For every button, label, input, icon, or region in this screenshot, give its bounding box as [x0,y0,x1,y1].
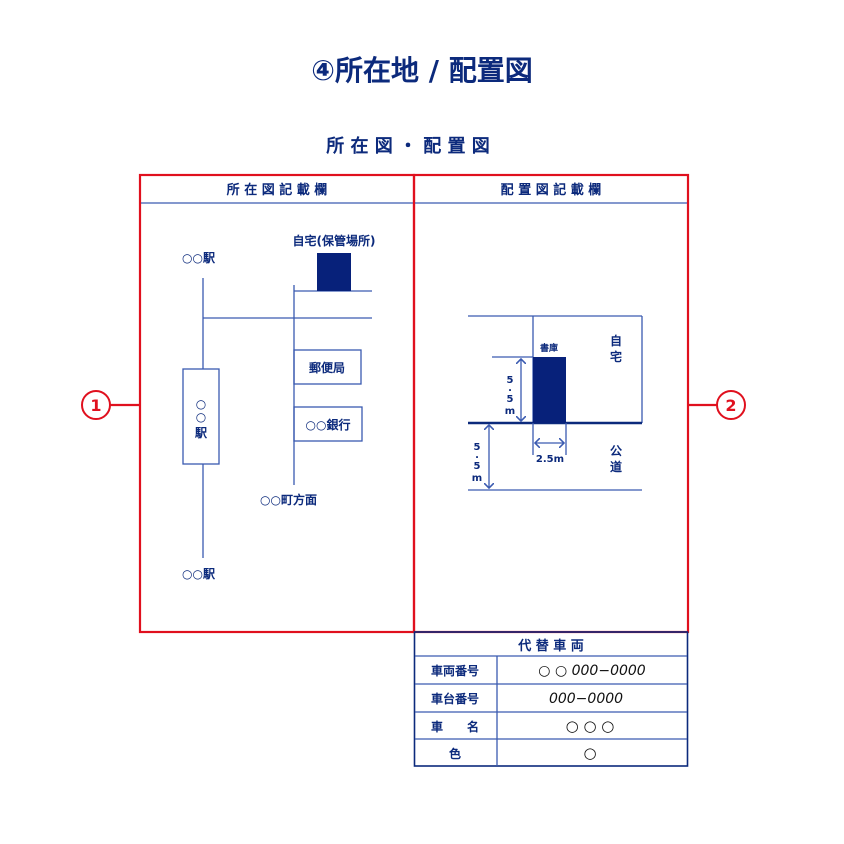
station-box-char: 駅 [194,426,208,440]
storage-block [533,357,566,423]
setback-label: m [472,473,482,484]
station-box-char: ○ [196,410,206,424]
station-box [182,368,220,465]
road-label: 公 [610,444,622,458]
width-label: 2.5m [536,454,564,465]
vehicle-table-header: 代 替 車 両 [517,638,584,654]
station-top-label: ○○駅 [182,251,216,265]
row-value: ○ ○ 000−0000 [538,663,646,679]
layout-map-panel: 配 置 図 記 載 欄 書庫 5 . 5 m 5 . 5 m 2.5m 自 宅 … [412,173,690,634]
station-box-char: ○ [196,397,206,411]
row-value: ○ ○ ○ [566,717,615,735]
location-map-header: 所 在 図 記 載 欄 [227,182,328,198]
bank-box [293,406,363,442]
home-label: 宅 [610,349,622,364]
row-label: 色 [449,746,461,761]
callout-number: 1 [90,396,101,415]
post-office-box [293,349,362,385]
depth-label: . [508,383,512,394]
storage-label: 書庫 [540,342,558,354]
setback-label: 5 [474,442,481,453]
row-label: 車台番号 [431,691,479,706]
setback-label: 5 [474,461,481,472]
depth-label: 5 [507,394,514,405]
vehicle-table: 代 替 車 両 車両番号 ○ ○ 000−0000 車台番号 000−0000 … [413,631,689,767]
location-map-panel: 所 在 図 記 載 欄 ○○駅 ○ ○ 駅 ○○駅 自宅(保管場所) 郵便局 ○… [138,173,416,634]
home-label: 自 [610,333,622,348]
depth-label: m [505,406,515,417]
road-label: 道 [610,459,622,474]
home-label: 自宅(保管場所) [293,233,376,248]
page-title: ④所在地 / 配置図 [311,54,532,87]
layout-map-header: 配 置 図 記 載 欄 [501,182,602,198]
row-value: 000−0000 [549,691,623,707]
home-block [317,253,351,291]
post-office-label: 郵便局 [309,360,345,375]
callout-1: 1 [81,390,140,420]
depth-label: 5 [507,375,514,386]
row-label: 車両番号 [431,663,479,678]
callout-number: 2 [725,396,736,415]
direction-label: ○○町方面 [260,492,317,507]
bank-label: ○○銀行 [306,417,351,432]
setback-label: . [475,450,479,461]
callout-2: 2 [688,390,746,420]
subtitle: 所 在 図 ・ 配 置 図 [326,135,490,157]
row-label: 車 名 [431,719,479,734]
station-bottom-label: ○○駅 [182,567,216,581]
row-value: ○ [583,744,596,762]
